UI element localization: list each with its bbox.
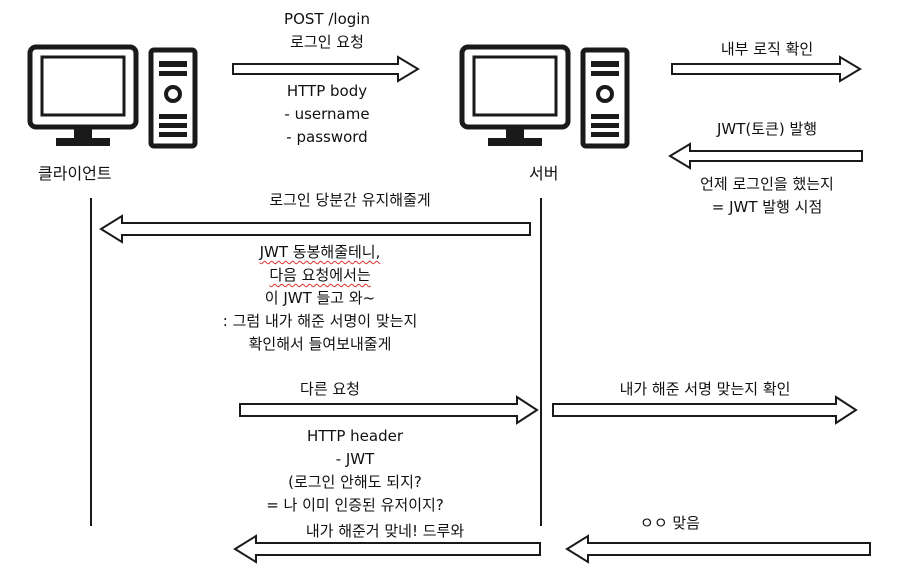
arrow-other-request: [239, 395, 539, 425]
arrow-welcome: [233, 534, 541, 564]
verify-signature-label: 내가 해준 서명 맞는지 확인: [619, 380, 791, 398]
login-keep-label: 로그인 당분간 유지해줄게: [269, 191, 431, 209]
jwt-explain-note: JWT 동봉해줄테니, 다음 요청에서는 이 JWT 들고 와~ : 그럼 내가…: [222, 243, 418, 353]
jwt-issue-note: 언제 로그인을 했는지 = JWT 발행 시점: [700, 175, 834, 216]
other-header-note: HTTP header - JWT (로그인 안해도 되지? = 나 이미 인증…: [266, 427, 444, 514]
login-request-label: POST /login 로그인 요청: [284, 10, 370, 51]
arrow-login-request: [232, 55, 420, 83]
internal-logic-label: 내부 로직 확인: [720, 40, 814, 58]
arrow-internal-logic: [671, 55, 862, 83]
client-computer-icon: [30, 47, 195, 146]
arrow-jwt-issue: [668, 142, 863, 170]
jwt-issue-label: JWT(토큰) 발행: [716, 120, 818, 138]
server-label: 서버: [529, 164, 559, 183]
correct-label: ㅇㅇ 맞음: [640, 514, 700, 532]
server-computer-icon: [462, 47, 627, 146]
arrow-correct: [565, 534, 871, 564]
client-label: 클라이언트: [38, 164, 112, 183]
other-request-label: 다른 요청: [300, 380, 360, 398]
arrow-login-keep: [99, 214, 531, 244]
welcome-label: 내가 해준거 맞네! 드루와: [305, 522, 465, 540]
login-body-label: HTTP body - username - password: [284, 82, 370, 146]
arrow-verify-signature: [552, 395, 858, 425]
